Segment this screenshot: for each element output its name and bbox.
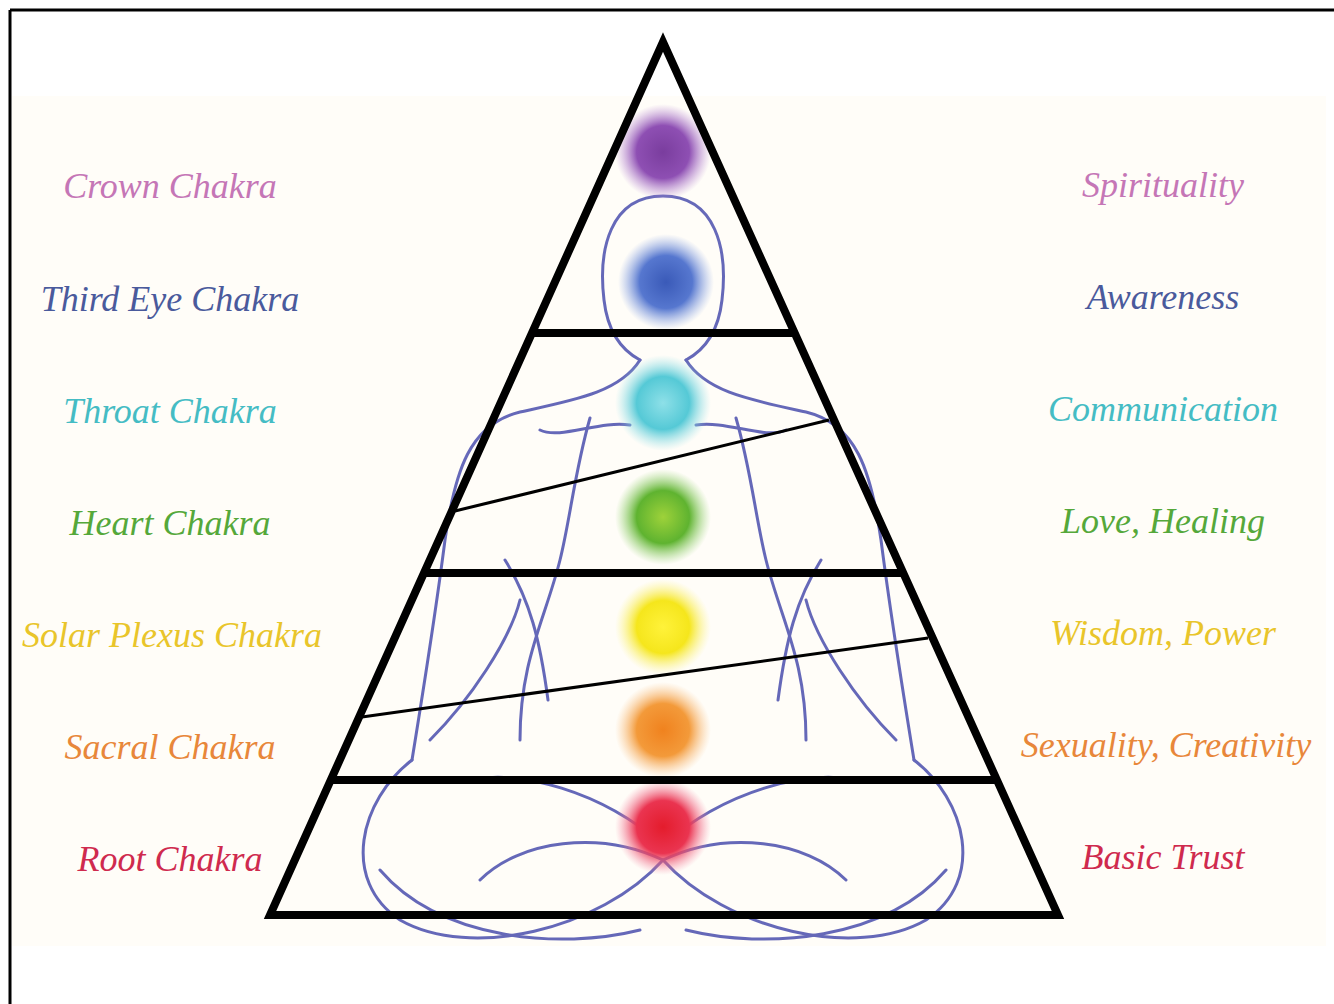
pyramid-divider-line (362, 638, 928, 717)
throat-chakra-dot (615, 355, 711, 451)
pyramid-outline (270, 42, 1058, 915)
chakra-meaning: Sexuality, Creativity (1021, 726, 1312, 766)
sacral-chakra-dot (615, 682, 711, 778)
frame-line (9, 10, 12, 1004)
pyramid-band-line (424, 569, 902, 577)
chakra-name: Root Chakra (78, 840, 263, 880)
chakra-name: Throat Chakra (63, 392, 277, 432)
chakra-name: Crown Chakra (63, 167, 277, 207)
chakra-meaning: Spirituality (1082, 166, 1244, 206)
heart-chakra-dot (615, 469, 711, 565)
chakra-name: Third Eye Chakra (41, 280, 300, 320)
chakra-meaning: Wisdom, Power (1050, 614, 1276, 654)
pyramid-divider-line (455, 420, 829, 511)
chakra-meaning: Communication (1048, 390, 1278, 430)
chakra-meaning: Awareness (1087, 278, 1240, 318)
root-chakra-dot (615, 779, 711, 875)
chakra-meaning: Love, Healing (1061, 502, 1265, 542)
background-panel (12, 96, 1326, 946)
pyramid-band-line (532, 329, 795, 337)
solar-plexus-chakra-dot (615, 579, 711, 675)
frame-line (10, 9, 1334, 12)
chakra-name: Sacral Chakra (65, 728, 276, 768)
chakra-meaning: Basic Trust (1081, 838, 1244, 878)
chakra-name: Solar Plexus Chakra (22, 616, 322, 656)
pyramid-band-line (332, 776, 996, 784)
third-eye-chakra-dot (618, 234, 714, 330)
body-outline (363, 196, 963, 939)
chakra-name: Heart Chakra (70, 504, 271, 544)
